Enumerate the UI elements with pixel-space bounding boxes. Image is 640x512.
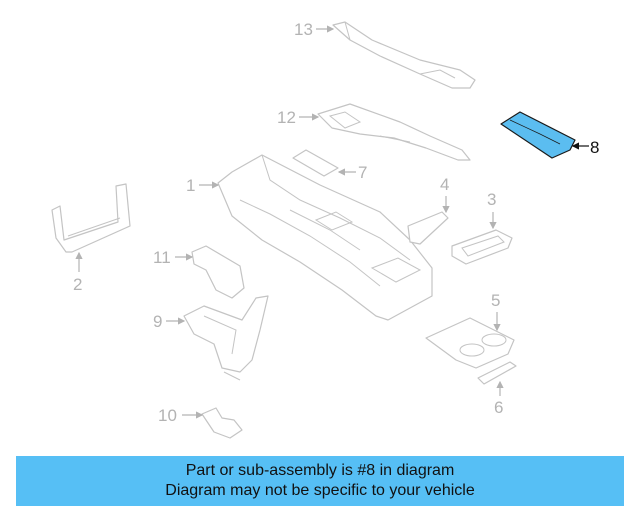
callout-2: 2: [73, 275, 82, 294]
callout-13: 13: [294, 20, 313, 39]
part-2-mount-bracket[interactable]: [51, 183, 131, 253]
part-13-trim-cover[interactable]: [332, 21, 476, 89]
callout-12: 12: [277, 108, 296, 127]
part-7-clip[interactable]: [292, 149, 339, 177]
callout-5: 5: [491, 291, 500, 310]
part-6-strip[interactable]: [477, 361, 517, 385]
part-4-panel[interactable]: [407, 211, 449, 245]
part-1-console-body[interactable]: [217, 154, 433, 321]
banner-line-1: Part or sub-assembly is #8 in diagram: [185, 462, 455, 479]
callout-4: 4: [440, 175, 449, 194]
part-11-bracket[interactable]: [191, 245, 245, 299]
callout-11: 11: [153, 248, 171, 267]
banner-line-2: Diagram may not be specific to your vehi…: [165, 482, 475, 499]
callout-3: 3: [487, 190, 496, 209]
callout-1: 1: [186, 176, 195, 195]
callout-10: 10: [158, 406, 177, 425]
callout-7: 7: [358, 163, 367, 182]
callout-9: 9: [153, 312, 162, 331]
part-10-clip[interactable]: [201, 407, 243, 439]
info-banner: Part or sub-assembly is #8 in diagram Di…: [16, 456, 624, 506]
callout-6: 6: [494, 398, 503, 417]
parts-diagram: 13 12 8 7 1 2 4: [51, 20, 599, 439]
callout-8: 8: [590, 138, 599, 157]
part-8-pad-highlighted[interactable]: [500, 111, 576, 159]
part-5-cup-holder[interactable]: [425, 317, 515, 369]
part-9-armrest[interactable]: [183, 295, 269, 381]
part-12-lever-bracket[interactable]: [317, 103, 471, 161]
part-3-tray[interactable]: [451, 229, 513, 265]
